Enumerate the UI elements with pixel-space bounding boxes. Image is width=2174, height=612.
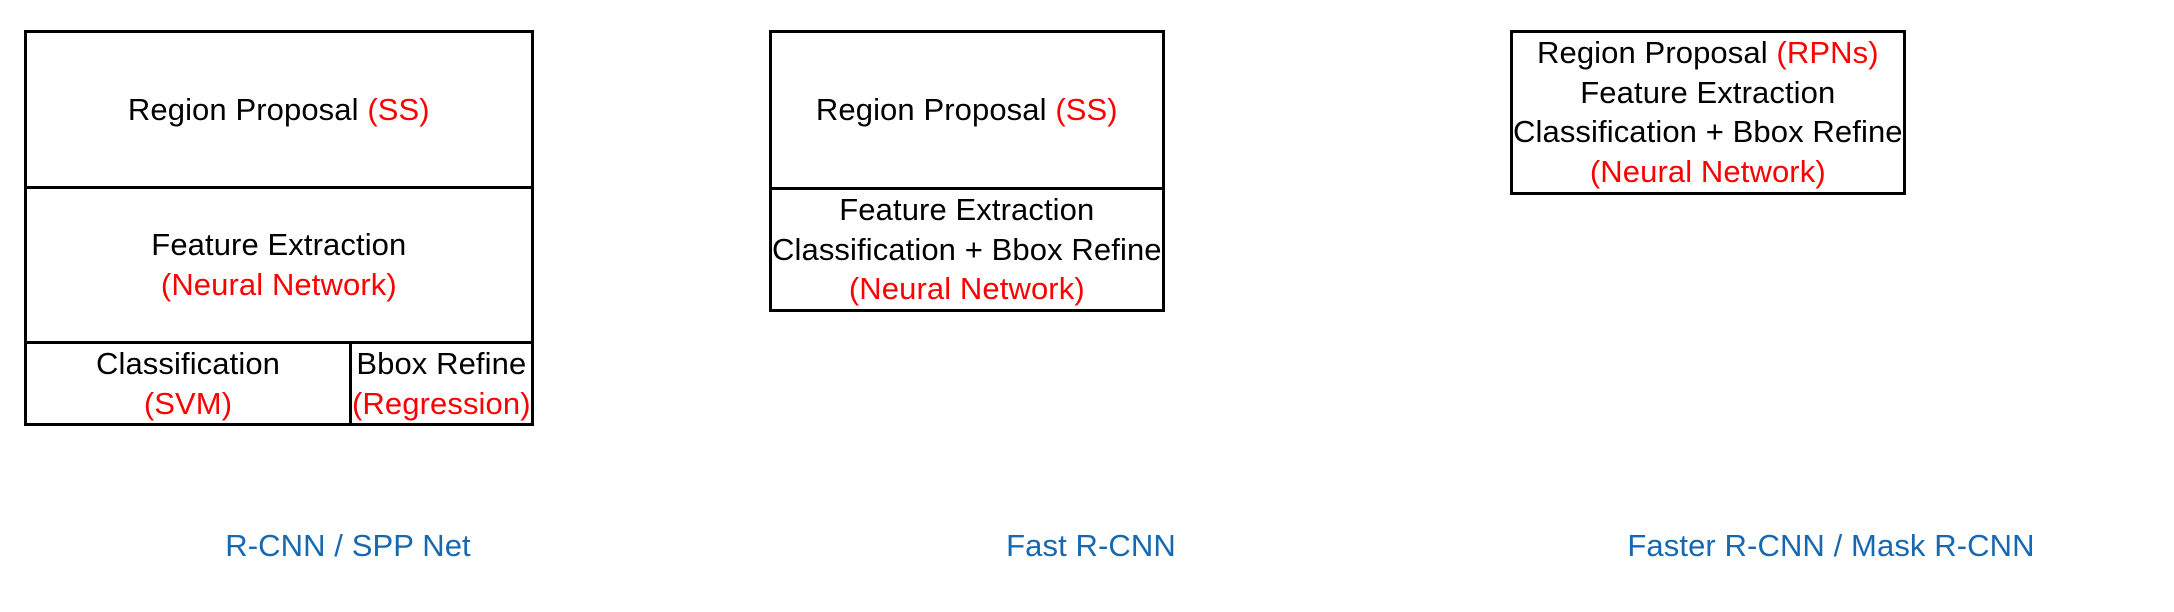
line-1-black: Feature Extraction xyxy=(151,227,407,263)
architecture-box-3: Region Proposal (RPNs) Feature Extractio… xyxy=(1510,30,1906,195)
line-3: (Neural Network) xyxy=(772,269,1162,309)
line-1: Region Proposal (SS) xyxy=(772,90,1162,130)
stage-row-region-proposal-2: Region Proposal (SS) xyxy=(772,33,1162,187)
stage-cell-feature-extraction-1: Feature Extraction (Neural Network) xyxy=(27,189,531,341)
stage-cell-bbox-refine-1: Bbox Refine (Regression) xyxy=(349,344,531,424)
line-1-red: (RPNs) xyxy=(1776,35,1879,70)
stage-row-region-proposal-1: Region Proposal (SS) xyxy=(27,33,531,186)
line-2-red: (SVM) xyxy=(143,385,233,421)
architecture-column-1: Region Proposal (SS) Feature Extraction … xyxy=(24,30,672,485)
line-2-red: (Neural Network) xyxy=(160,267,397,302)
line-2-black: Classification + Bbox Refine xyxy=(772,231,1162,267)
stage-row-unified-3: Region Proposal (RPNs) Feature Extractio… xyxy=(1513,33,1903,192)
stage-row-feature-extraction-1: Feature Extraction (Neural Network) xyxy=(27,186,531,341)
line-3-black: Classification + Bbox Refine xyxy=(1513,114,1903,150)
stage-row-heads-1: Classification (SVM) Bbox Refine (Regres… xyxy=(27,341,531,424)
line-4: (Neural Network) xyxy=(1513,152,1903,192)
line-1-red: (SS) xyxy=(367,91,430,127)
line-3-red: (Neural Network) xyxy=(848,271,1085,307)
architecture-box-2: Region Proposal (SS) Feature Extraction … xyxy=(769,30,1165,313)
stage-text-unified-2: Feature Extraction Classification + Bbox… xyxy=(772,190,1162,309)
architecture-caption-3: Faster R-CNN / Mask R-CNN xyxy=(1627,528,2035,563)
stage-text-region-proposal-1: Region Proposal (SS) xyxy=(27,90,531,130)
line-1-black: Feature Extraction xyxy=(839,192,1095,227)
line-1: Feature Extraction xyxy=(772,190,1162,230)
line-1-black: Bbox Refine xyxy=(356,346,527,381)
line-1-black: Region Proposal xyxy=(815,92,1056,128)
stage-cell-region-proposal-2: Region Proposal (SS) xyxy=(772,33,1162,187)
stage-cell-region-proposal-1: Region Proposal (SS) xyxy=(27,33,531,186)
stage-cell-unified-3: Region Proposal (RPNs) Feature Extractio… xyxy=(1513,33,1903,192)
architecture-caption-1: R-CNN / SPP Net xyxy=(225,528,471,563)
line-1: Feature Extraction xyxy=(27,225,531,265)
line-2: (SVM) xyxy=(27,384,349,424)
stage-text-bbox-refine-1: Bbox Refine (Regression) xyxy=(352,344,531,423)
line-1: Classification xyxy=(27,344,349,384)
architecture-column-2: Region Proposal (SS) Feature Extraction … xyxy=(769,30,1413,488)
line-2: Feature Extraction xyxy=(1513,73,1903,113)
line-1-black: Region Proposal xyxy=(127,91,368,127)
line-4-red: (Neural Network) xyxy=(1589,154,1826,190)
stage-cell-classification-1: Classification (SVM) xyxy=(27,344,349,423)
line-3: Classification + Bbox Refine xyxy=(1513,112,1903,152)
line-2: (Neural Network) xyxy=(27,265,531,305)
architecture-caption-2: Fast R-CNN xyxy=(1006,528,1176,563)
stage-row-unified-2: Feature Extraction Classification + Bbox… xyxy=(772,187,1162,309)
line-1-black: Classification xyxy=(95,346,281,381)
stage-text-region-proposal-2: Region Proposal (SS) xyxy=(772,90,1162,130)
line-2: Classification + Bbox Refine xyxy=(772,230,1162,270)
line-2-red: (Regression) xyxy=(352,385,531,421)
architecture-box-1: Region Proposal (SS) Feature Extraction … xyxy=(24,30,534,427)
line-2: (Regression) xyxy=(352,384,531,424)
stage-text-classification-1: Classification (SVM) xyxy=(27,344,349,423)
stage-cell-unified-2: Feature Extraction Classification + Bbox… xyxy=(772,190,1162,309)
line-1: Region Proposal (RPNs) xyxy=(1513,33,1903,73)
architecture-column-3: Region Proposal (RPNs) Feature Extractio… xyxy=(1510,30,2152,488)
stage-text-unified-3: Region Proposal (RPNs) Feature Extractio… xyxy=(1513,33,1903,192)
line-2-black: Feature Extraction xyxy=(1580,74,1836,110)
stage-text-feature-extraction-1: Feature Extraction (Neural Network) xyxy=(27,225,531,304)
line-1: Bbox Refine xyxy=(352,344,531,384)
line-1-red: (SS) xyxy=(1055,92,1118,128)
line-1-black: Region Proposal xyxy=(1537,35,1777,70)
line-1: Region Proposal (SS) xyxy=(27,90,531,130)
